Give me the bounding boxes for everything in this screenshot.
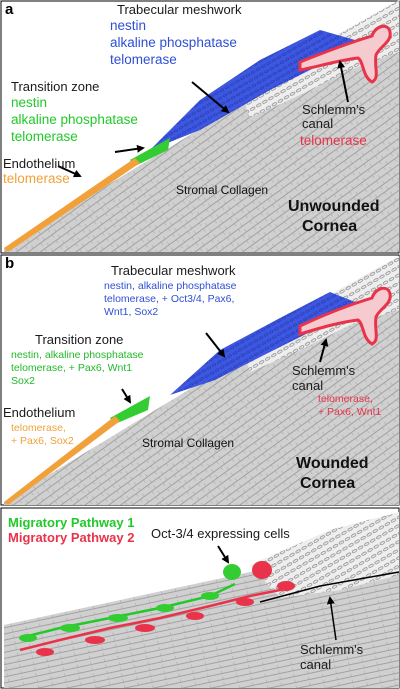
panel-a-cornea-line-1: Unwounded — [288, 198, 380, 215]
panel-b-cornea-line-1: Wounded — [296, 455, 369, 472]
panel-a-transition-marker-2: alkaline phosphatase — [11, 112, 138, 127]
panel-a-letter: a — [5, 1, 14, 18]
panel-a-schlemm-arrow — [337, 60, 349, 103]
panel-b-schlemm-arrow — [319, 338, 329, 363]
panel-c-oct-arrow — [217, 545, 230, 564]
panel-b-schlemm-title-2: canal — [292, 378, 324, 393]
panel-b-letter: b — [5, 255, 15, 272]
panel-a-endothelium-arrow — [57, 165, 82, 178]
panel-c-schlemm-arrow — [326, 596, 337, 641]
panel-a-schlemm-title-1: Schlemm's — [302, 102, 366, 117]
panel-b-endothelium-markers-2: + Pax6, Sox2 — [11, 435, 74, 447]
panel-b-endothelium-title: Endothelium — [3, 405, 76, 420]
panel-a-schlemm-marker: telomerase — [300, 133, 367, 148]
panel-a-cornea-line-2: Cornea — [302, 218, 358, 235]
panel-b-transition-arrow — [121, 388, 132, 404]
panel-c — [0, 507, 400, 689]
panel-a-trabecular-marker-1: nestin — [110, 18, 147, 33]
panel-a-trabecular-arrow — [191, 81, 230, 114]
panel-a-schlemm-title-2: canal — [302, 116, 334, 131]
panel-b-transition-markers-2: telomerase, + Pax6, Wnt1 — [11, 362, 133, 374]
panel-b-trabecular-title: Trabecular meshwork — [111, 263, 236, 278]
panel-b-transition-title: Transition zone — [35, 332, 124, 347]
panel-b-cornea-line-2: Cornea — [300, 475, 356, 492]
panel-c-pathway-2-cells — [36, 561, 295, 656]
panel-b-transition-markers-3: Sox2 — [11, 375, 35, 387]
panel-a-endothelium-band — [4, 158, 140, 252]
panel-b-transition-region — [110, 396, 150, 424]
panel-a-transition-title: Transition zone — [11, 79, 100, 94]
panel-b-schlemm-title-1: Schlemm's — [292, 363, 356, 378]
panel-b-stromal-label: Stromal Collagen — [142, 436, 235, 450]
panel-b-transition-markers-1: nestin, alkaline phosphatase — [11, 349, 144, 361]
panel-b — [0, 254, 400, 506]
panel-a-trabecular-title: Trabecular meshwork — [117, 2, 242, 17]
panel-a-schlemm-canal — [298, 24, 392, 84]
legend-pathway-2: Migratory Pathway 2 — [8, 530, 135, 545]
panel-a-stromal-label: Stromal Collagen — [176, 183, 269, 197]
panel-a-trabecular-marker-2: alkaline phosphatase — [110, 35, 237, 50]
panel-a-endothelium-title: Endothelium — [3, 156, 76, 171]
panel-c-pathway-1-cells — [19, 564, 241, 642]
panel-a-transition-arrow — [114, 144, 145, 153]
panel-b-schlemm-markers-1: telomerase, — [318, 393, 373, 405]
panel-c-pathway-2-line — [19, 586, 291, 652]
panel-b-trabecular-markers-3: Wnt1, Sox2 — [104, 306, 159, 318]
panel-b-endothelium-band — [4, 416, 120, 505]
panel-c-schlemm-line — [259, 571, 400, 603]
panel-a-transition-region — [130, 138, 170, 166]
panel-c-schlemm-line-1: Schlemm's — [300, 642, 364, 657]
legend-pathway-1: Migratory Pathway 1 — [8, 515, 135, 530]
panel-b-trabecular-region — [170, 292, 355, 395]
panel-c-oct-label: Oct-3/4 expressing cells — [151, 526, 290, 541]
panel-b-trabecular-arrow — [205, 332, 226, 358]
panel-b-schlemm-canal — [298, 286, 392, 346]
panel-c-schlemm-line-2: canal — [300, 657, 332, 672]
panel-a-transition-marker-1: nestin — [11, 95, 48, 110]
panel-c-meshwork — [250, 512, 399, 598]
panel-a-trabecular-marker-3: telomerase — [110, 52, 177, 67]
panel-b-endothelium-markers-1: telomerase, — [11, 422, 66, 434]
panel-b-trabecular-markers-2: telomerase, + Oct3/4, Pax6, — [104, 293, 235, 305]
panel-a — [0, 0, 400, 254]
panel-a-endothelium-marker: telomerase — [3, 171, 70, 186]
panel-a-transition-marker-3: telomerase — [11, 129, 78, 144]
panel-b-schlemm-markers-2: + Pax6, Wnt1 — [318, 406, 382, 418]
panel-b-trabecular-markers-1: nestin, alkaline phosphatase — [104, 280, 237, 292]
